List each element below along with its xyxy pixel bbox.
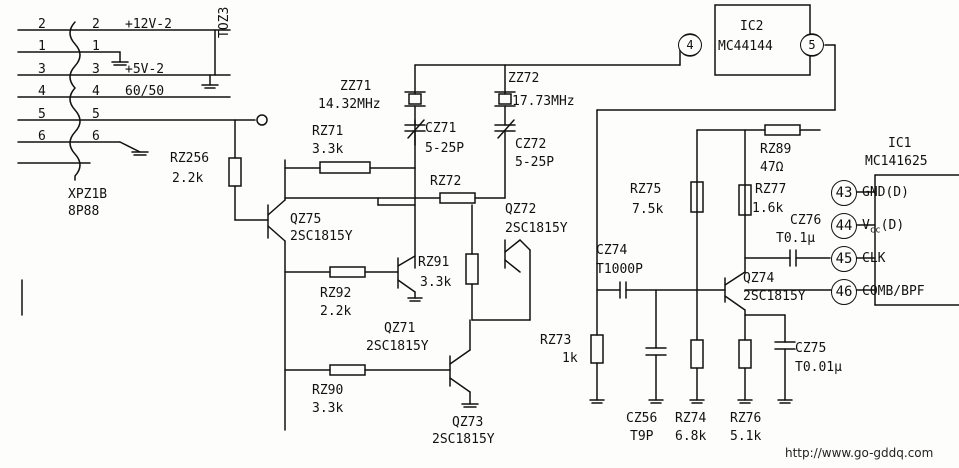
pin-left-6: 6 — [38, 129, 46, 144]
ic1-pin-44: 44 — [831, 213, 857, 239]
trans-qz72-ref: QZ72 — [505, 202, 537, 217]
res-rz90-ref: RZ90 — [312, 383, 344, 398]
ic1-pin-43: 43 — [831, 180, 857, 206]
cap-cz75-value: T0.01µ — [795, 360, 842, 375]
trans-qz73-ref: QZ73 — [452, 415, 484, 430]
trans-qz74-ref: QZ74 — [743, 271, 775, 286]
connector-ref: XPZ1B — [68, 187, 108, 202]
ic1-pin-44-label: Vcc(D) — [862, 218, 905, 236]
cap-cz75-ref: CZ75 — [795, 341, 827, 356]
pin-left-4: 4 — [38, 84, 46, 99]
pin-right-4: 4 — [92, 84, 100, 99]
res-rz75-value: 7.5k — [632, 202, 664, 217]
crystal-zz72-value: 17.73MHz — [512, 94, 575, 109]
cap-cz74-ref: CZ74 — [596, 243, 628, 258]
res-rz73-value: 1k — [562, 351, 578, 366]
crystal-zz71-ref: ZZ71 — [340, 79, 372, 94]
cap-cz76-ref: CZ76 — [790, 213, 822, 228]
res-rz74-value: 6.8k — [675, 429, 707, 444]
trans-qz71-ref: QZ71 — [384, 321, 416, 336]
res-rz90-value: 3.3k — [312, 401, 344, 416]
res-rz89-value: 47Ω — [760, 160, 784, 175]
pin-signal-3: +5V-2 — [125, 62, 165, 77]
pin-signal-1: +12V-2 — [125, 17, 172, 32]
pin-left-2: 1 — [38, 39, 46, 54]
res-rz71-value: 3.3k — [312, 142, 344, 157]
res-rz91-value: 3.3k — [420, 275, 452, 290]
res-rz91-ref: RZ91 — [418, 255, 450, 270]
res-rz92-value: 2.2k — [320, 304, 352, 319]
res-rz77-ref: RZ77 — [755, 182, 787, 197]
res-rz89-ref: RZ89 — [760, 142, 792, 157]
cap-cz56-ref: CZ56 — [626, 411, 658, 426]
pin-left-3: 3 — [38, 62, 46, 77]
res-rz76-value: 5.1k — [730, 429, 762, 444]
ic2-pin-5: 5 — [800, 34, 824, 56]
pin-left-1: 2 — [38, 17, 46, 32]
ic1-pin-46-label: COMB/BPF — [862, 284, 925, 299]
pin-signal-4: 60/50 — [125, 84, 165, 99]
ic1-pin-45: 45 — [831, 246, 857, 272]
ic1-part: MC141625 — [865, 154, 928, 169]
res-rz72-ref: RZ72 — [430, 174, 462, 189]
ic2-name: IC2 — [740, 19, 764, 34]
pin-right-6: 6 — [92, 129, 100, 144]
ic1-pin-44-sub: cc — [869, 225, 881, 236]
trans-qz74-part: 2SC1815Y — [743, 289, 806, 304]
cap-cz71-value: 5-25P — [425, 141, 465, 156]
res-rz256-value: 2.2k — [172, 171, 204, 186]
crystal-zz71-value: 14.32MHz — [318, 97, 381, 112]
cap-cz76-value: T0.1µ — [776, 231, 816, 246]
trans-qz72-part: 2SC1815Y — [505, 221, 568, 236]
ic1-name: IC1 — [888, 136, 912, 151]
pin-right-5: 5 — [92, 107, 100, 122]
trans-qz71-part: 2SC1815Y — [366, 339, 429, 354]
pin-right-3: 3 — [92, 62, 100, 77]
res-rz74-ref: RZ74 — [675, 411, 707, 426]
watermark: http://www.go-gddq.com — [785, 446, 934, 460]
ic1-pin-43-label: GND(D) — [862, 185, 909, 200]
res-rz73-ref: RZ73 — [540, 333, 572, 348]
ic2-part: MC44144 — [718, 39, 773, 54]
res-rz92-ref: RZ92 — [320, 286, 352, 301]
cap-cz74-value: T1000P — [596, 262, 643, 277]
cap-cz56-value: T9P — [630, 429, 654, 444]
pin-right-1: 2 — [92, 17, 100, 32]
res-rz77-value: 1.6k — [752, 201, 784, 216]
trans-qz75-part: 2SC1815Y — [290, 229, 353, 244]
pin-left-5: 5 — [38, 107, 46, 122]
res-rz256-ref: RZ256 — [170, 151, 210, 166]
ic1-pin-45-label: CLK — [862, 251, 886, 266]
ic1-pin-46: 46 — [831, 279, 857, 305]
trans-qz73-part: 2SC1815Y — [432, 432, 495, 447]
cap-cz71-ref: CZ71 — [425, 121, 457, 136]
res-rz75-ref: RZ75 — [630, 182, 662, 197]
cap-cz72-ref: CZ72 — [515, 137, 547, 152]
res-rz76-ref: RZ76 — [730, 411, 762, 426]
connector-type: 8P88 — [68, 204, 100, 219]
trans-qz75-ref: QZ75 — [290, 212, 322, 227]
ic2-pin-4: 4 — [678, 34, 702, 56]
res-rz71-ref: RZ71 — [312, 124, 344, 139]
jumper-label: TOZ3 — [217, 6, 232, 38]
cap-cz72-value: 5-25P — [515, 155, 555, 170]
crystal-zz72-ref: ZZ72 — [508, 71, 540, 86]
pin-right-2: 1 — [92, 39, 100, 54]
